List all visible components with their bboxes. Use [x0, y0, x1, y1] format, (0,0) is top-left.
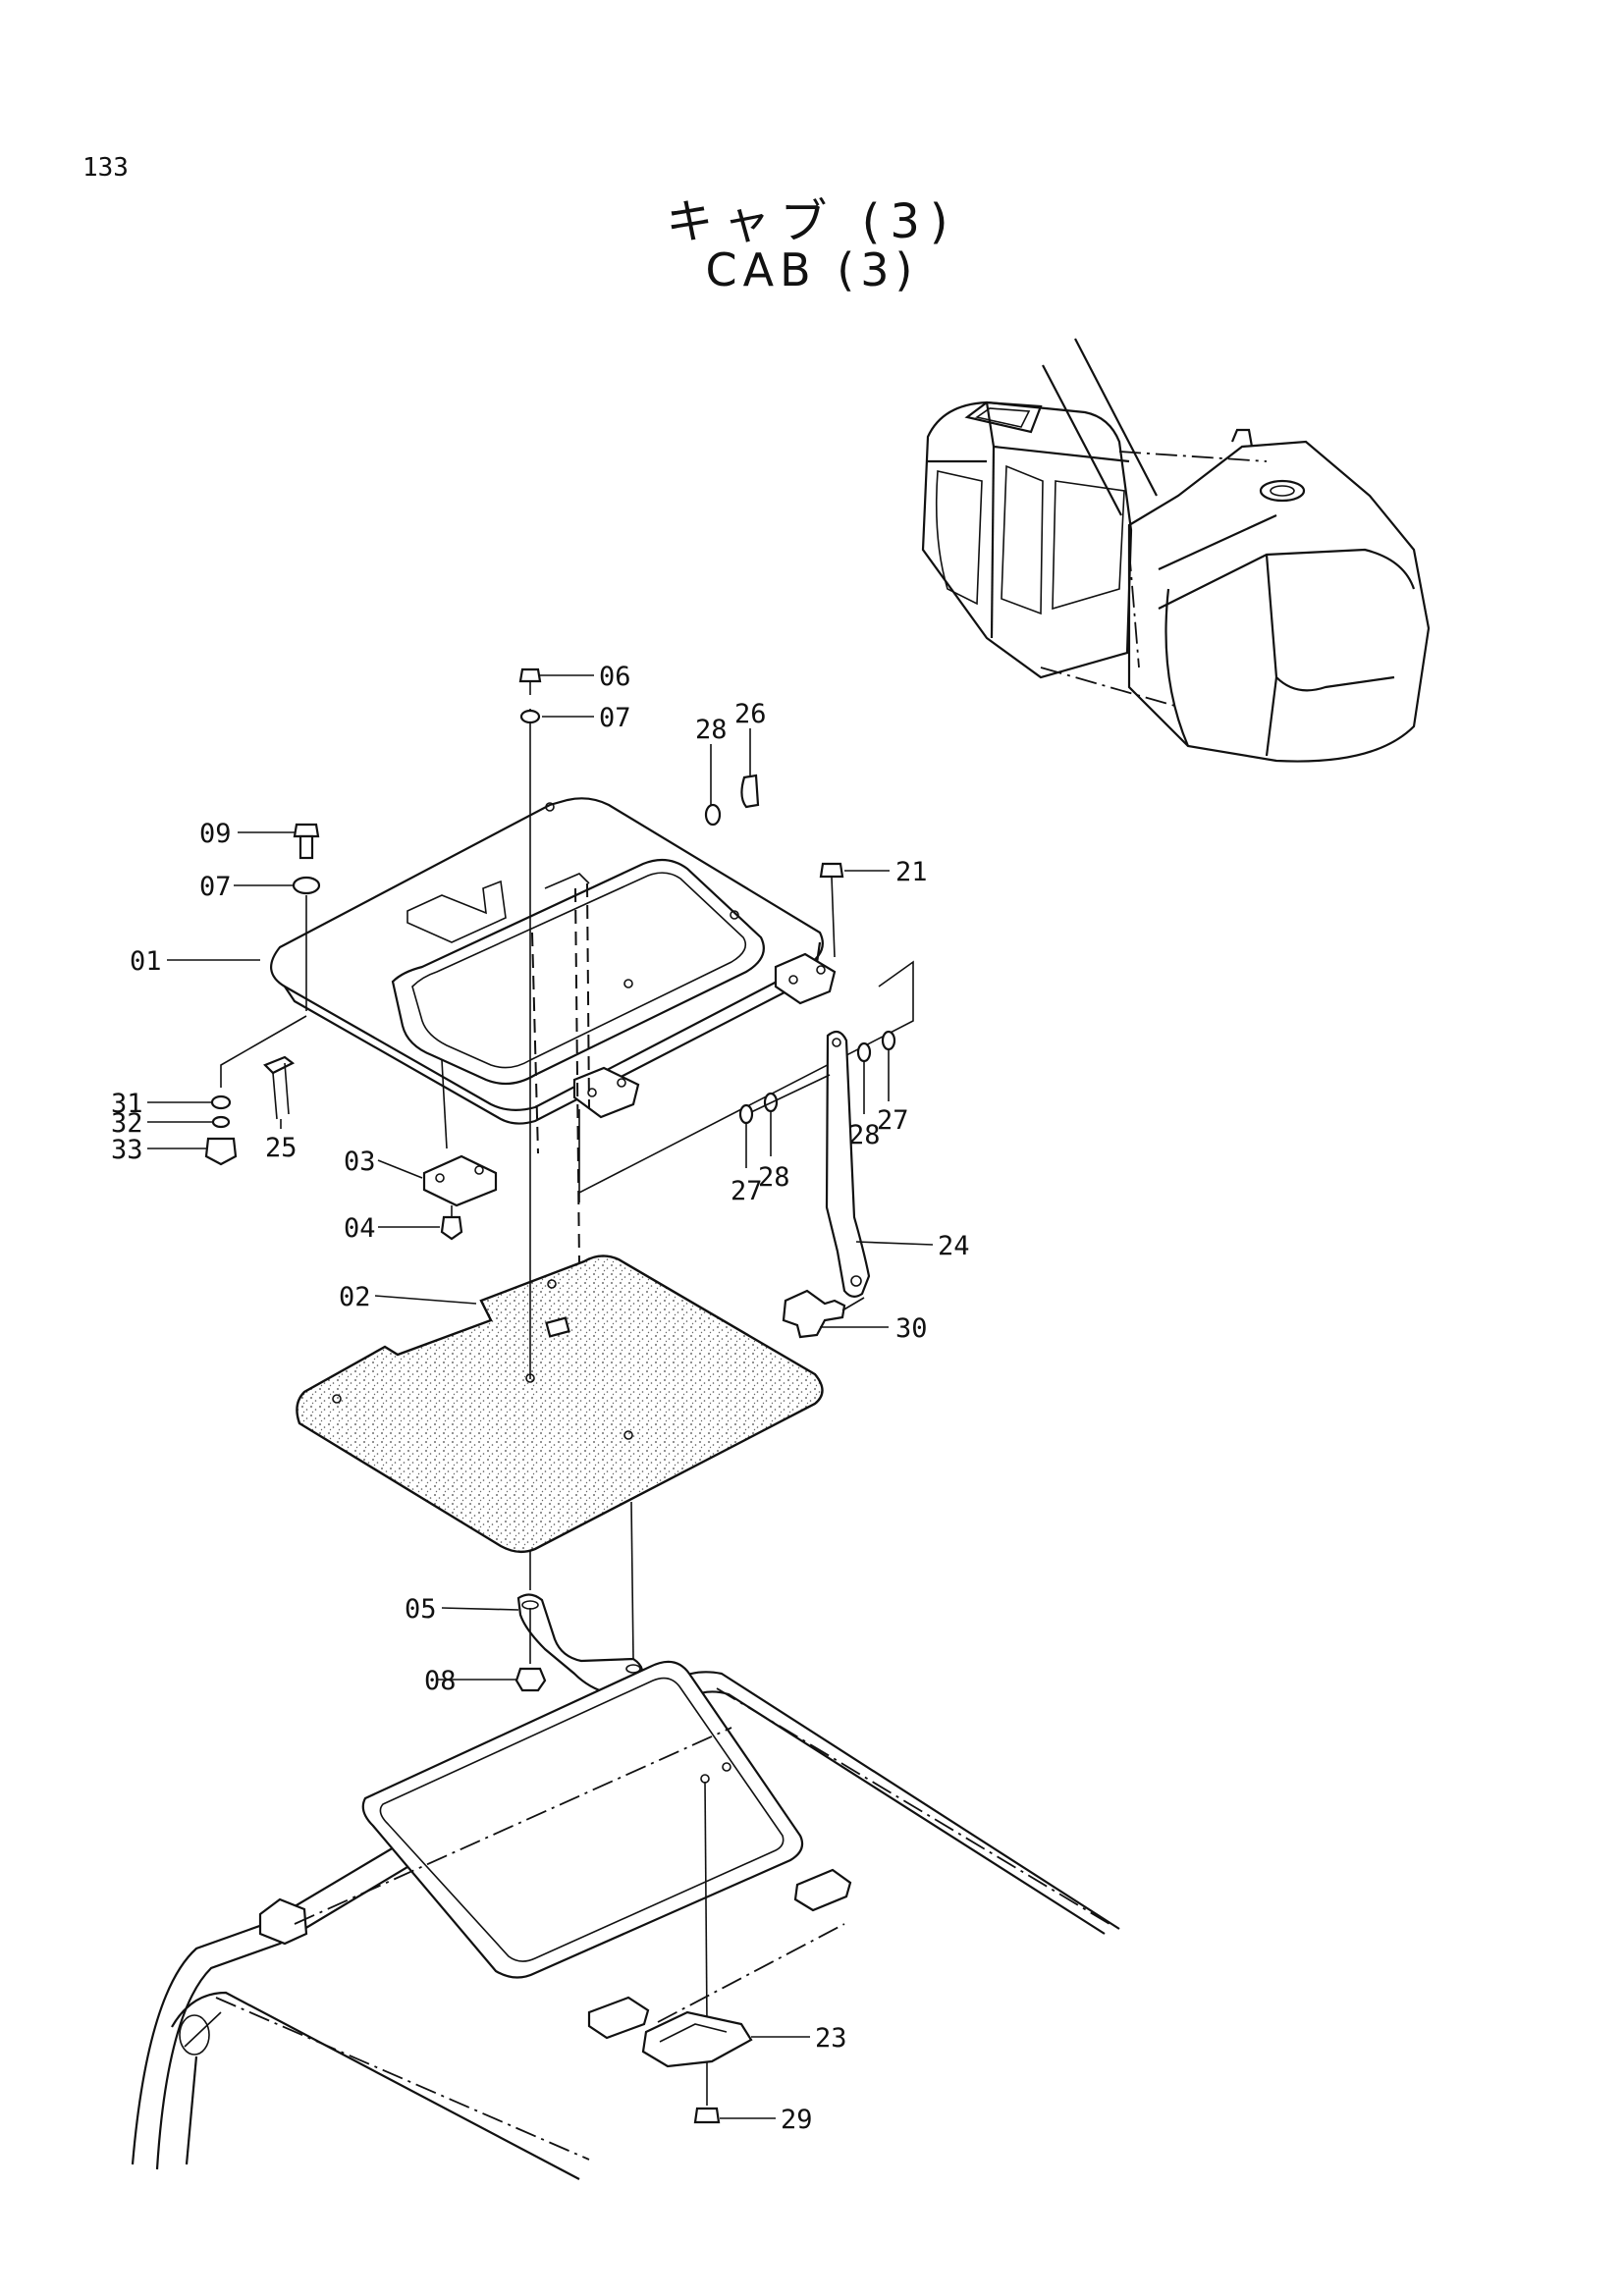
callout-06: 06	[599, 662, 631, 692]
callout-27-right: 27	[877, 1105, 909, 1136]
page-number: 133	[82, 153, 129, 183]
callout-04: 04	[344, 1213, 376, 1244]
callout-30: 30	[895, 1313, 928, 1344]
callout-27-lower: 27	[731, 1176, 763, 1206]
callout-24: 24	[938, 1231, 970, 1261]
cab-roof	[131, 1660, 1120, 2180]
callout-labels: 06 07 28 26 09 07 21 01 31 32 33 25 03 0…	[111, 662, 970, 2135]
callout-28-right: 28	[848, 1120, 881, 1150]
cover-plate-01	[270, 797, 837, 1267]
excavator-overview-inset	[921, 338, 1431, 763]
callout-28-lower: 28	[758, 1162, 790, 1193]
callout-23: 23	[815, 2023, 847, 2054]
callout-21: 21	[895, 857, 928, 887]
callout-28-top: 28	[695, 715, 728, 745]
callout-09: 09	[199, 819, 232, 849]
callout-26: 26	[734, 699, 767, 729]
stay-arm-24	[578, 774, 914, 1339]
callout-05: 05	[405, 1594, 437, 1625]
callout-01: 01	[130, 946, 162, 977]
callout-07-left: 07	[199, 872, 232, 902]
callout-29: 29	[781, 2105, 813, 2135]
bracket-03	[422, 1059, 498, 1241]
mat-02	[296, 1255, 824, 1554]
callout-08: 08	[424, 1666, 457, 1696]
title-english: CAB (3)	[705, 243, 919, 296]
callout-31: 31	[111, 1089, 143, 1119]
title-japanese: キャブ (3)	[666, 194, 958, 249]
leader-lines	[147, 674, 934, 2119]
fasteners-left	[204, 667, 542, 1166]
grip-05	[514, 1501, 644, 1695]
callout-07-top: 07	[599, 703, 631, 733]
callout-02: 02	[339, 1282, 371, 1312]
callout-03: 03	[344, 1147, 376, 1177]
callout-25: 25	[265, 1133, 298, 1163]
callout-32: 32	[111, 1108, 143, 1139]
callout-33: 33	[111, 1135, 143, 1165]
